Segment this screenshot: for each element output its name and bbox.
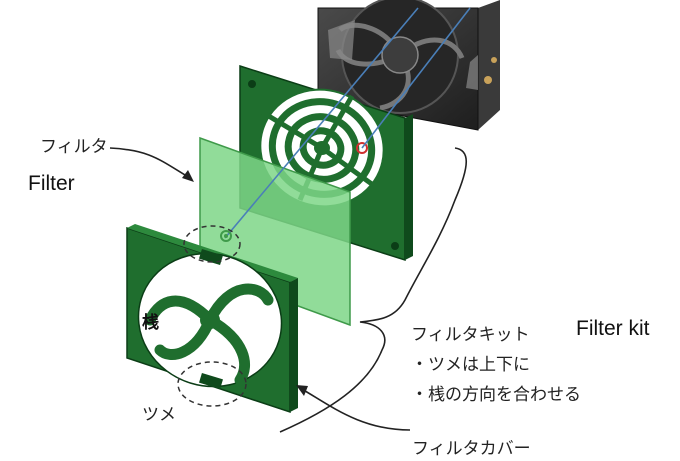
fan-unit-icon <box>317 0 500 131</box>
filter-kit-label-en: Filter kit <box>576 317 650 340</box>
tab-label: ツメ <box>142 405 176 425</box>
filter-kit-note-1: ・ツメは上下に <box>411 355 530 375</box>
filter-leader-line <box>109 147 191 179</box>
filter-cover-label-jp: フィルタカバー <box>412 439 531 459</box>
filter-arrowhead <box>182 170 194 182</box>
rib-label: 桟 <box>142 313 159 333</box>
filter-cover-icon <box>126 224 298 414</box>
screw-guide-line-icon <box>220 7 471 242</box>
leader-lines <box>109 147 467 433</box>
filter-kit-brace <box>279 147 467 433</box>
filter-cover-arrowhead <box>296 385 308 396</box>
filter-label-jp: フィルタ <box>40 137 108 157</box>
filter-kit-label-jp: フィルタキット <box>411 325 530 345</box>
filter-label-en: Filter <box>28 172 75 195</box>
filter-cover-leader-line <box>299 387 411 431</box>
filter-kit-note-2: ・桟の方向を合わせる <box>411 385 581 405</box>
